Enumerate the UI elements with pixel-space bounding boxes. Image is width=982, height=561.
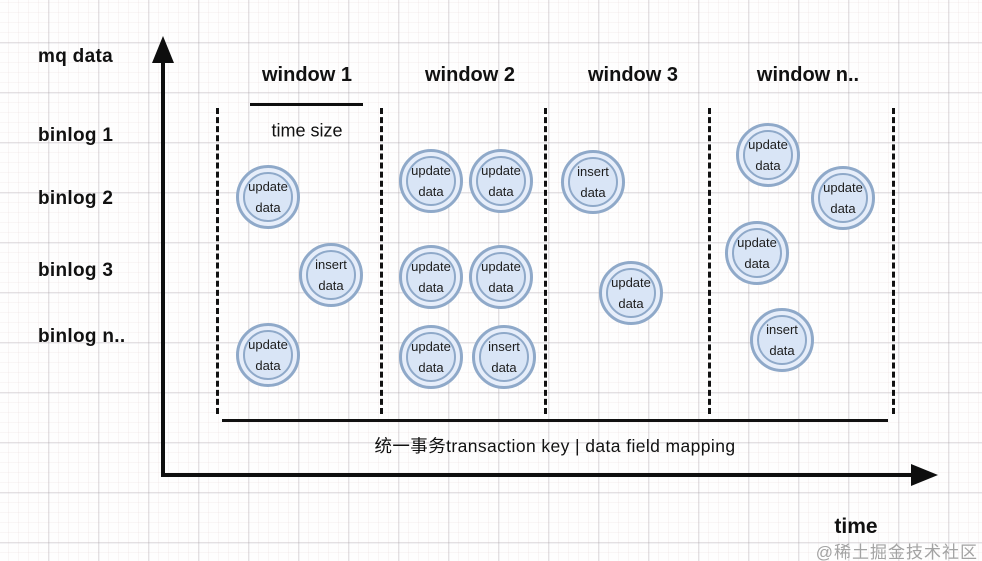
bubble-object-text: data xyxy=(830,201,856,216)
bubble-action-text: update xyxy=(823,180,863,195)
data-bubble: update data xyxy=(236,323,300,387)
data-bubble: update data xyxy=(399,325,463,389)
bubble-object-text: data xyxy=(255,358,281,373)
data-bubble: update data xyxy=(399,245,463,309)
footer-line xyxy=(222,419,888,422)
bubble-object-text: data xyxy=(488,280,514,295)
row-label: binlog 3 xyxy=(38,260,114,281)
y-axis-line xyxy=(161,52,165,476)
data-bubble: update data xyxy=(599,261,663,325)
bubble-action-text: update xyxy=(481,259,521,274)
data-bubble-inner: update data xyxy=(476,252,526,302)
row-label: binlog 1 xyxy=(38,125,114,146)
bubble-action-text: insert xyxy=(315,257,347,272)
footer-text: 统一事务transaction key | data field mapping xyxy=(374,436,736,456)
bubble-action-text: insert xyxy=(577,164,609,179)
bubble-action-text: update xyxy=(611,275,651,290)
data-bubble-inner: update data xyxy=(818,173,868,223)
window-separator-dashed-line xyxy=(892,108,895,414)
data-bubble-inner: insert data xyxy=(757,315,807,365)
data-bubble: update data xyxy=(469,245,533,309)
data-bubble-inner: update data xyxy=(606,268,656,318)
data-bubble-inner: insert data xyxy=(568,157,618,207)
row-label: mq data xyxy=(38,46,113,67)
data-bubble: insert data xyxy=(472,325,536,389)
data-bubble: insert data xyxy=(561,150,625,214)
bubble-object-text: data xyxy=(318,278,344,293)
bubble-action-text: update xyxy=(248,337,288,352)
bubble-action-text: update xyxy=(481,163,521,178)
data-bubble: update data xyxy=(236,165,300,229)
data-bubble-inner: update data xyxy=(243,330,293,380)
bubble-action-text: insert xyxy=(488,339,520,354)
bubble-action-text: update xyxy=(411,163,451,178)
time-size-label: time size xyxy=(271,120,343,141)
data-bubble-inner: update data xyxy=(406,252,456,302)
bubble-object-text: data xyxy=(418,360,444,375)
bubble-action-text: update xyxy=(411,339,451,354)
data-bubble: update data xyxy=(725,221,789,285)
data-bubble-inner: update data xyxy=(732,228,782,278)
data-bubble: update data xyxy=(736,123,800,187)
data-bubble-inner: update data xyxy=(406,332,456,382)
data-bubble-inner: update data xyxy=(243,172,293,222)
bubble-object-text: data xyxy=(255,200,281,215)
data-bubble-inner: update data xyxy=(743,130,793,180)
bubble-object-text: data xyxy=(491,360,517,375)
bubble-action-text: update xyxy=(248,179,288,194)
x-axis-arrowhead-icon xyxy=(911,464,938,486)
data-bubble: update data xyxy=(811,166,875,230)
data-bubble-inner: insert data xyxy=(479,332,529,382)
bubble-object-text: data xyxy=(755,158,781,173)
bubble-object-text: data xyxy=(744,256,770,271)
data-bubble-inner: update data xyxy=(476,156,526,206)
window1-underline xyxy=(250,103,363,106)
bubble-action-text: update xyxy=(737,235,777,250)
bubble-object-text: data xyxy=(769,343,795,358)
bubble-action-text: update xyxy=(748,137,788,152)
bubble-action-text: update xyxy=(411,259,451,274)
data-bubble: update data xyxy=(469,149,533,213)
window-separator-dashed-line xyxy=(708,108,711,414)
y-axis-arrowhead-icon xyxy=(152,36,174,63)
row-label: binlog n.. xyxy=(38,326,126,347)
bubble-object-text: data xyxy=(418,280,444,295)
data-bubble-inner: update data xyxy=(406,156,456,206)
data-bubble-inner: insert data xyxy=(306,250,356,300)
window-header: window 2 xyxy=(425,64,515,86)
data-bubble: update data xyxy=(399,149,463,213)
window-separator-dashed-line xyxy=(380,108,383,414)
row-label: binlog 2 xyxy=(38,188,114,209)
data-bubble: insert data xyxy=(299,243,363,307)
watermark: @稀土掘金技术社区 xyxy=(815,543,978,561)
bubble-object-text: data xyxy=(618,296,644,311)
window-header: window 1 xyxy=(262,64,352,86)
bubble-object-text: data xyxy=(418,184,444,199)
data-bubble: insert data xyxy=(750,308,814,372)
x-axis-line xyxy=(161,473,913,477)
window-separator-dashed-line xyxy=(216,108,219,414)
bubble-action-text: insert xyxy=(766,322,798,337)
bubble-object-text: data xyxy=(488,184,514,199)
window-header: window 3 xyxy=(588,64,678,86)
window-header: window n.. xyxy=(756,64,860,86)
bubble-object-text: data xyxy=(580,185,606,200)
window-separator-dashed-line xyxy=(544,108,547,414)
x-axis-label: time xyxy=(834,515,878,538)
